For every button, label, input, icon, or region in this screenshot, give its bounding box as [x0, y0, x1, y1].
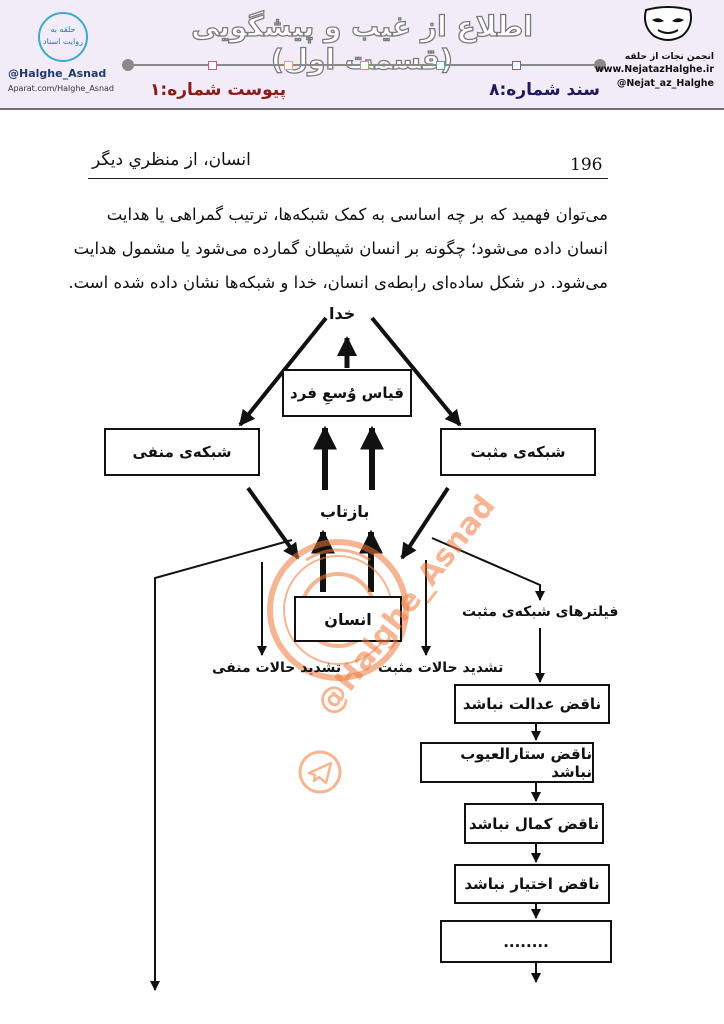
- filter-label: ناقض ستارالعیوب نباشد: [460, 744, 592, 781]
- god-label: خدا: [329, 304, 356, 323]
- attachment-number: پیوست شماره:۱: [150, 80, 287, 100]
- qiyas-label: قیاس وُسعِ فرد: [290, 384, 404, 402]
- left-channel-handle: @Halghe_Asnad: [8, 67, 107, 80]
- timeline-marker: [208, 61, 217, 70]
- right-channel-handle: @Nejat_az_Halghe: [616, 78, 714, 89]
- document-header: حلقه به روایت اسناد @Halghe_Asnad Aparat…: [0, 0, 724, 110]
- body-text-line: می‌توان فهمید که بر چه اساسی به کمک شبکه…: [106, 205, 608, 224]
- filter-box: ........: [440, 920, 612, 963]
- positive-intensify-label: تشدید حالات مثبت: [378, 660, 504, 676]
- negative-network-box: شبکه‌ی منفی: [104, 428, 260, 476]
- aparat-link: Aparat.com/Halghe_Asnad: [8, 84, 115, 93]
- body-text-line: می‌شود. در شکل ساده‌ای رابطه‌ی انسان، خد…: [68, 273, 608, 292]
- filter-box: ناقض کمال نباشد: [464, 803, 604, 844]
- body-text-line: انسان داده می‌شود؛ چگونه بر انسان شیطان …: [73, 239, 608, 258]
- nejat-mask-logo: [644, 6, 692, 41]
- human-label: انسان: [324, 609, 372, 629]
- negative-to-human-arrow: [246, 486, 300, 560]
- positive-to-filters-arrow: [431, 537, 545, 601]
- god-to-positive-arrow: [370, 316, 462, 427]
- filter-label: ........: [503, 932, 549, 951]
- header-title: اطلاع از غیب و پیشگویی (قسمت اول): [190, 9, 533, 76]
- telegram-watermark-icon: [298, 750, 342, 794]
- organization-website: www.NejatazHalghe.ir: [594, 64, 714, 75]
- timeline-start-dot: [122, 59, 134, 71]
- filter-label: ناقض اختیار نباشد: [464, 875, 600, 893]
- filter-box: ناقض ستارالعیوب نباشد: [420, 742, 594, 783]
- timeline-marker: [436, 61, 445, 70]
- document-number: سند شماره:۸: [489, 80, 600, 100]
- organization-name: انجمن نجات از حلقه: [624, 52, 714, 62]
- timeline-end-dot: [594, 59, 606, 71]
- negative-long-path: [150, 539, 293, 991]
- human-box: انسان: [294, 596, 402, 642]
- halghe-asnad-logo: حلقه به روایت اسناد: [38, 12, 88, 62]
- header-rule: [88, 178, 608, 179]
- left-logo-text: حلقه به روایت اسناد: [43, 25, 83, 46]
- running-head: انسان، از منظري ديگر: [92, 150, 251, 170]
- timeline-marker: [512, 61, 521, 70]
- filter-box: ناقض اختیار نباشد: [454, 864, 610, 904]
- negative-intensify-label: تشدید حالات منفی: [212, 660, 342, 676]
- negative-network-label: شبکه‌ی منفی: [132, 443, 232, 461]
- qiyas-box: قیاس وُسعِ فرد: [282, 369, 412, 417]
- filter-box: ناقض عدالت نباشد: [454, 684, 610, 724]
- timeline-marker: [284, 61, 293, 70]
- page-number: 196: [570, 155, 603, 175]
- timeline-marker: [360, 61, 369, 70]
- positive-network-box: شبکه‌ی مثبت: [440, 428, 596, 476]
- filter-label: ناقض کمال نباشد: [468, 814, 600, 833]
- positive-to-human-arrow: [400, 486, 450, 560]
- feedback-label: بازتاب: [320, 502, 370, 521]
- positive-network-label: شبکه‌ی مثبت: [470, 443, 566, 461]
- positive-filters-label: فیلترهای شبکه‌ی مثبت: [462, 604, 619, 620]
- filter-label: ناقض عدالت نباشد: [462, 695, 602, 713]
